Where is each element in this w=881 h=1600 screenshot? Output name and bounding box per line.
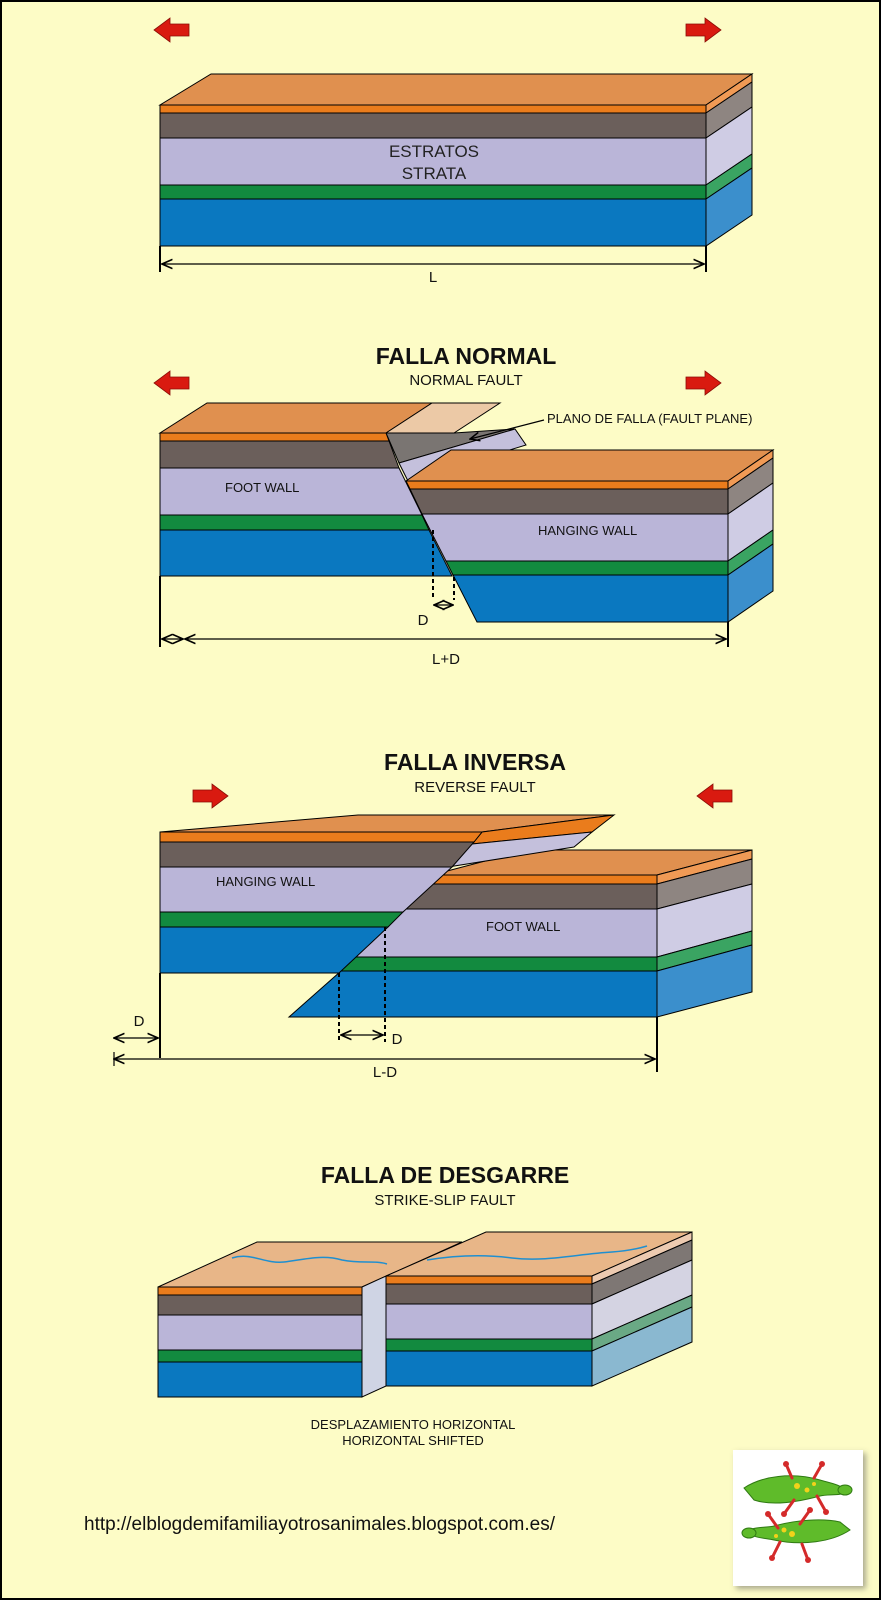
strata-block xyxy=(158,73,754,247)
strata-layer-brown xyxy=(159,112,707,139)
reverse-left-d-label: D xyxy=(134,1013,145,1030)
reverse-length-label: L-D xyxy=(373,1064,397,1081)
strata-top-surface xyxy=(158,73,754,106)
reverse-foot-wall-label: FOOT WALL xyxy=(486,919,560,934)
right-river-line xyxy=(426,1245,648,1261)
hanging-wall-brown xyxy=(409,488,729,515)
strata-label-es: ESTRATOS xyxy=(389,142,479,161)
arrow-left-icon xyxy=(696,783,733,809)
left-block-side-light xyxy=(361,1275,387,1398)
foot-wall-brown xyxy=(159,440,400,469)
displacement-label: D xyxy=(418,612,429,629)
strike-slip-subtitle: STRIKE-SLIP FAULT xyxy=(374,1192,515,1209)
normal-fault-title: FALLA NORMAL xyxy=(376,343,557,369)
left-block-orange xyxy=(157,1286,363,1296)
left-river-line xyxy=(231,1255,388,1265)
reverse-fault-title: FALLA INVERSA xyxy=(384,749,566,775)
reverse-foot-wall-block xyxy=(287,849,753,1018)
reverse-fault-subtitle: REVERSE FAULT xyxy=(414,779,535,796)
left-block-brown xyxy=(157,1294,363,1316)
reverse-displacement-label: D xyxy=(392,1031,403,1048)
panel-reverse-fault: FALLA INVERSA REVERSE FAULT xyxy=(114,749,753,1081)
arrow-left-icon xyxy=(153,370,190,396)
strata-side-blue xyxy=(705,167,753,247)
reverse-foot-wall-brown xyxy=(399,883,658,910)
hanging-wall-blue xyxy=(452,574,729,623)
right-block-green xyxy=(385,1338,593,1352)
strata-label-en: STRATA xyxy=(402,164,467,183)
length-label: L xyxy=(429,269,437,286)
logo-card xyxy=(733,1450,863,1586)
hanging-wall-top xyxy=(404,449,775,482)
foot-wall-orange xyxy=(159,432,390,442)
normal-length-label: L+D xyxy=(432,651,460,668)
right-block-lavender xyxy=(385,1303,593,1340)
blog-url[interactable]: http://elblogdemifamiliayotrosanimales.b… xyxy=(84,1514,556,1535)
left-block-blue xyxy=(157,1361,363,1398)
arrow-right-icon xyxy=(192,783,229,809)
strata-layer-green xyxy=(159,184,707,200)
reverse-foot-wall-blue xyxy=(287,970,658,1018)
right-block-blue xyxy=(385,1350,593,1387)
normal-fault-subtitle: NORMAL FAULT xyxy=(409,372,522,389)
arrow-right-icon xyxy=(685,370,722,396)
fault-plane-label: PLANO DE FALLA (FAULT PLANE) xyxy=(547,411,752,426)
right-block-brown xyxy=(385,1283,593,1305)
strike-slip-caption-2: HORIZONTAL SHIFTED xyxy=(342,1433,484,1448)
foot-wall-green xyxy=(159,514,430,531)
hanging-wall-label: HANGING WALL xyxy=(538,523,637,538)
foot-wall-blue xyxy=(159,529,453,577)
strike-slip-right-block xyxy=(385,1231,693,1387)
strata-layer-blue xyxy=(159,198,707,247)
strike-slip-title: FALLA DE DESGARRE xyxy=(321,1162,569,1188)
reverse-foot-wall-green xyxy=(339,956,658,972)
normal-hanging-wall-block xyxy=(404,449,775,623)
reverse-hanging-wall-label: HANGING WALL xyxy=(216,874,315,889)
strata-layer-lavender xyxy=(159,137,707,186)
reverse-hanging-wall-block xyxy=(159,814,616,974)
lower-lizard-icon xyxy=(741,1507,851,1563)
right-side-blue xyxy=(591,1306,693,1387)
hanging-wall-side-blue xyxy=(727,543,774,623)
reverse-hanging-brown xyxy=(159,841,476,868)
upper-lizard-icon xyxy=(743,1461,853,1517)
fault-plane-pointer xyxy=(470,419,545,439)
arrow-left-icon xyxy=(153,17,190,43)
panel-strike-slip-fault: FALLA DE DESGARRE STRIKE-SLIP FAULT xyxy=(157,1162,693,1448)
reverse-side-blue xyxy=(656,944,753,1018)
left-block-lavender xyxy=(157,1314,363,1351)
strike-slip-caption-1: DESPLAZAMIENTO HORIZONTAL xyxy=(311,1417,516,1432)
right-block-orange xyxy=(385,1275,593,1285)
foot-wall-label: FOOT WALL xyxy=(225,480,299,495)
arrow-right-icon xyxy=(685,17,722,43)
reverse-foot-wall-orange xyxy=(423,874,658,885)
lizards-logo-icon xyxy=(733,1450,863,1586)
reverse-hanging-green xyxy=(159,911,405,928)
hanging-wall-green xyxy=(445,560,729,576)
left-block-green xyxy=(157,1349,363,1363)
panel-normal-fault: FALLA NORMAL NORMAL FAULT xyxy=(153,343,775,668)
foot-wall-top xyxy=(158,402,434,434)
hanging-wall-orange xyxy=(405,480,729,490)
panel-strata: ESTRATOS STRATA L xyxy=(153,17,754,286)
strata-layer-orange xyxy=(159,104,707,114)
reverse-hanging-orange xyxy=(159,831,484,843)
